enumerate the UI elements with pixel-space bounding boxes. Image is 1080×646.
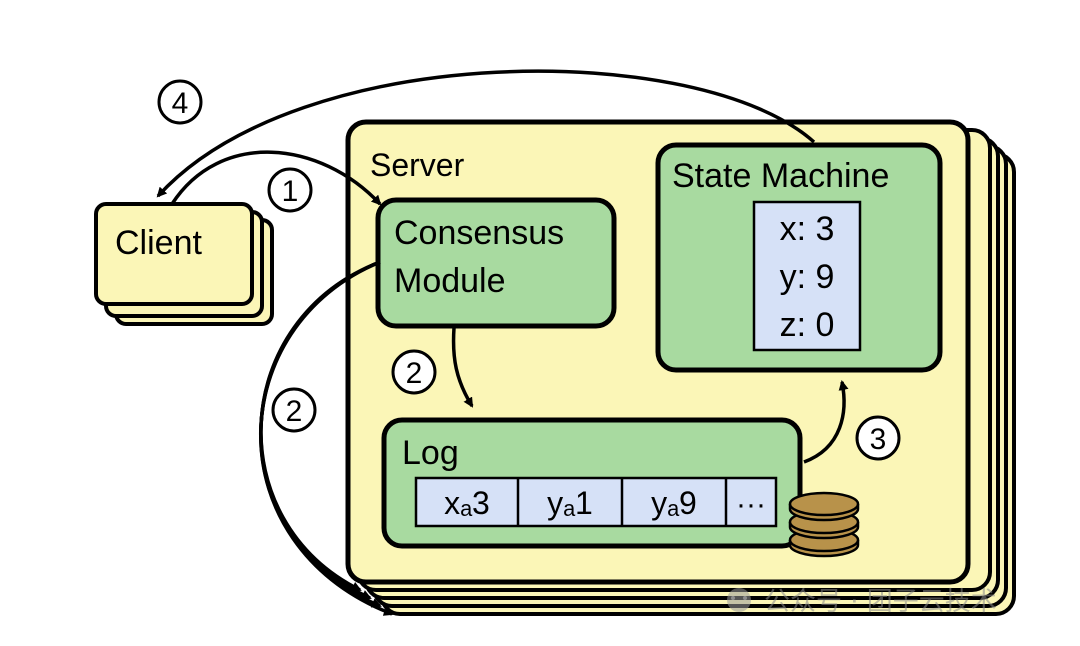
arrow-step-1 xyxy=(170,150,382,206)
state-value: x: 3 xyxy=(780,210,835,248)
arrow-step-2-replicate-d xyxy=(259,260,394,616)
state-machine: State Machine x: 3 y: 9 z: 0 xyxy=(655,142,943,373)
svg-text:4: 4 xyxy=(172,87,189,120)
svg-text:2: 2 xyxy=(286,395,303,428)
disk-stack-icon xyxy=(788,491,860,558)
log-entry: xₐ3 xyxy=(444,485,490,521)
step-badge-4: 4 xyxy=(157,79,203,125)
step-badge-2-replicate: 2 xyxy=(271,387,317,433)
server-label: Server xyxy=(370,147,465,183)
arrow-step-3 xyxy=(803,380,849,464)
flow-arrows xyxy=(156,69,849,616)
svg-text:3: 3 xyxy=(870,423,887,456)
arrow-step-2-local xyxy=(451,327,474,408)
watermark-text: 公众号 · 团子云技术 xyxy=(764,587,997,617)
client-label: Client xyxy=(115,224,202,262)
step-badge-1: 1 xyxy=(267,167,313,213)
state-machine-label: State Machine xyxy=(672,157,889,195)
arrow-step-4 xyxy=(156,69,816,198)
svg-text:1: 1 xyxy=(282,175,299,208)
log-label: Log xyxy=(402,434,459,472)
svg-text:2: 2 xyxy=(406,357,423,390)
log-module: Log xₐ3 yₐ1 yₐ9 ··· xyxy=(381,417,803,549)
watermark: 公众号 · 团子云技术 xyxy=(727,587,997,617)
state-values-box xyxy=(752,200,862,352)
step-badge-3: 3 xyxy=(855,415,901,461)
state-value: y: 9 xyxy=(780,258,835,296)
log-entry: yₐ1 xyxy=(547,485,593,521)
log-entry: ··· xyxy=(736,488,766,521)
step-badge-2-local: 2 xyxy=(391,349,437,395)
consensus-label-line1: Consensus xyxy=(394,214,564,252)
log-entry: yₐ9 xyxy=(651,485,697,521)
state-value: z: 0 xyxy=(780,306,835,344)
consensus-label-line2: Module xyxy=(394,262,506,300)
wechat-icon xyxy=(727,588,751,612)
client-stack: Client xyxy=(94,202,274,326)
log-entries-row xyxy=(414,476,778,528)
consensus-module: Consensus Module xyxy=(375,197,617,329)
